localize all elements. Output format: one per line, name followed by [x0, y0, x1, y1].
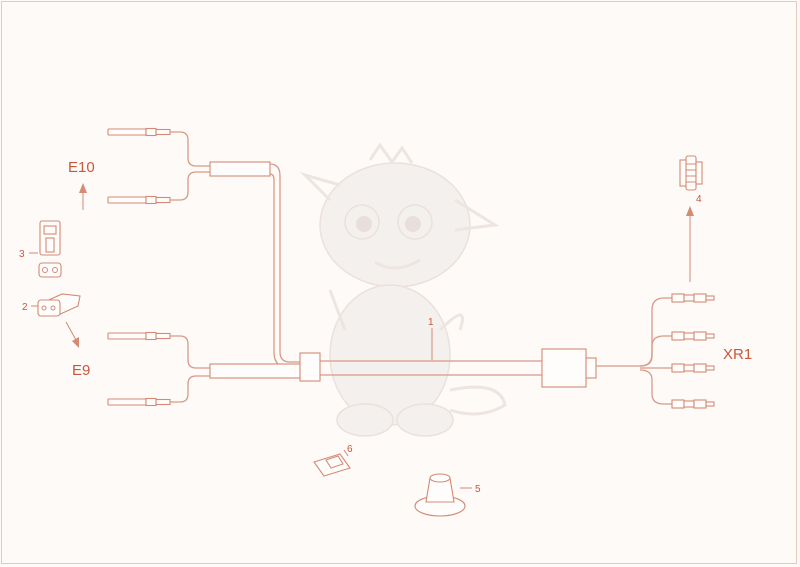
callout-1: 1	[428, 317, 434, 328]
xr1-terminal-2	[671, 331, 715, 341]
connector-part-2	[31, 293, 81, 348]
callout-6: 6	[347, 444, 353, 455]
label-e9: E9	[72, 362, 90, 379]
connector-part-3	[29, 183, 87, 278]
right-fan-out	[596, 293, 715, 409]
xr1-terminal-4	[671, 399, 715, 409]
callout-5: 5	[475, 484, 481, 495]
clip-part-6	[313, 449, 351, 477]
xr1-terminal-3	[671, 363, 715, 373]
upper-left-branch	[107, 127, 300, 369]
lower-left-branch	[107, 331, 301, 407]
main-trunk	[299, 328, 597, 388]
callout-4: 4	[696, 194, 702, 205]
callout-3: 3	[19, 249, 25, 260]
label-xr1: XR1	[723, 346, 752, 363]
round-connector-part-4	[679, 155, 703, 282]
label-e10: E10	[68, 159, 95, 176]
grommet-part-5	[414, 473, 472, 517]
xr1-terminal-1	[671, 293, 715, 303]
baby-dragon-mascot-icon	[299, 142, 507, 437]
callout-2: 2	[22, 302, 28, 313]
